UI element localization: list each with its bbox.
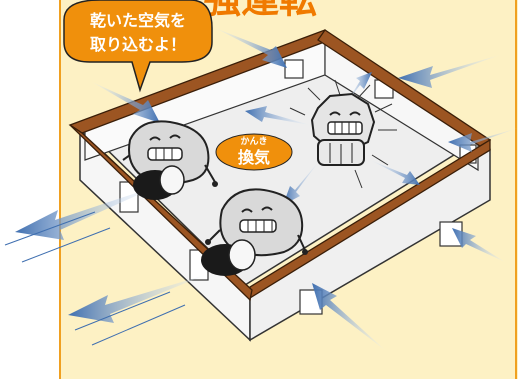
airflow-out-arrows	[4, 185, 205, 346]
ventilation-label: かんき 換気	[215, 133, 293, 171]
speech-bubble-line2: 取り込むよ！	[90, 35, 186, 54]
arrow-in-top	[215, 28, 287, 68]
airflow-inner-arrows	[245, 72, 420, 205]
title-text: 強運転	[203, 0, 317, 22]
arrow-in-right	[448, 128, 518, 152]
rock-character-2	[201, 188, 308, 276]
fan-character	[310, 92, 376, 166]
airflow-in-arrows	[92, 28, 518, 350]
speech-bubble: 乾いた空気を 取り込むよ！	[63, 0, 213, 93]
arrow-in-bottom-right	[452, 228, 505, 262]
arrow-out-left-1	[15, 185, 160, 240]
arrow-in-bottom	[312, 283, 385, 350]
rock-character-1	[122, 120, 218, 200]
vent-opening	[284, 59, 304, 79]
fan-radiating-lines	[289, 79, 397, 189]
arrow-in-left	[92, 82, 160, 123]
ventilation-label-ruby: かんき	[240, 136, 267, 147]
ventilation-label-main: 換気	[238, 148, 270, 167]
speech-bubble-line1: 乾いた空気を	[90, 11, 186, 30]
arrow-out-left-2	[68, 275, 205, 323]
arrow-in-top-right	[398, 55, 500, 88]
